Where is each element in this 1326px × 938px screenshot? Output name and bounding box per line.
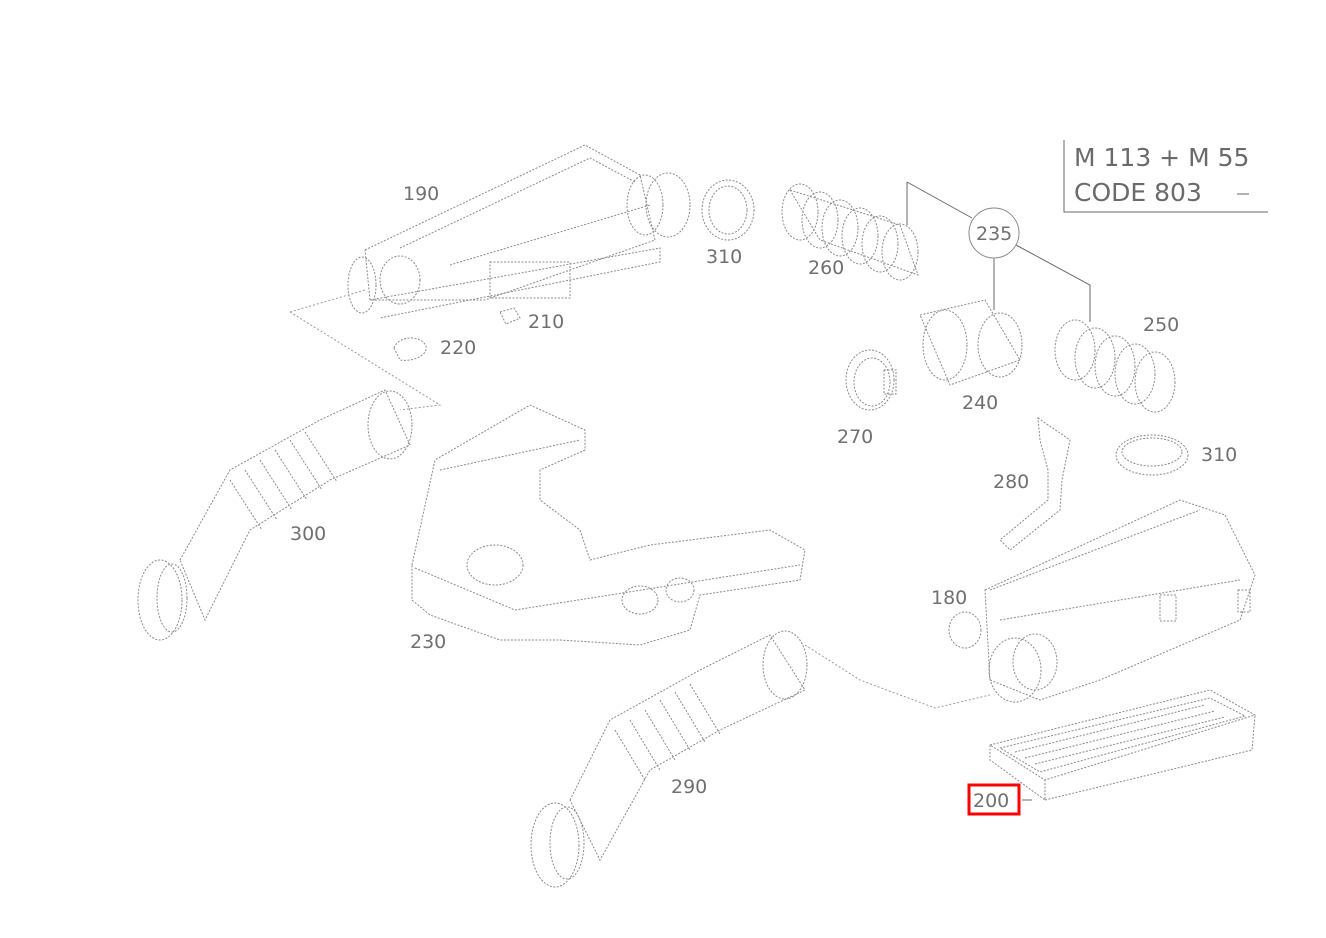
callout-200: 200 <box>973 790 1009 812</box>
part-200-filter-element[interactable] <box>988 689 1257 801</box>
part-260-corrugated-hose[interactable] <box>781 183 919 281</box>
callout-260: 260 <box>808 257 844 279</box>
callout-220: 220 <box>440 337 476 359</box>
part-310-seal-ring-lower[interactable] <box>1115 434 1189 476</box>
part-190-air-filter-housing[interactable] <box>347 144 691 319</box>
callout-210: 210 <box>528 311 564 333</box>
part-230-intake-housing[interactable] <box>411 404 806 646</box>
assembly-line-300 <box>289 311 442 411</box>
part-250-corrugated-hose[interactable] <box>1054 319 1176 413</box>
assembly-line-290 <box>804 644 991 709</box>
callout-180: 180 <box>931 587 967 609</box>
kit-235-circle[interactable] <box>968 207 1020 259</box>
callout-290: 290 <box>671 776 707 798</box>
part-280-bracket[interactable] <box>999 416 1071 551</box>
leader-235-top <box>906 181 973 219</box>
part-210-clip[interactable] <box>499 307 521 325</box>
engine-code-line2: CODE 803 <box>1074 178 1202 207</box>
callout-235: 235 <box>976 223 1012 245</box>
callout-310-upper: 310 <box>706 246 742 268</box>
code-box-frame <box>1063 140 1268 213</box>
callout-280: 280 <box>993 471 1029 493</box>
part-220-clamp[interactable] <box>393 337 427 361</box>
leader-235-to-250 <box>1015 244 1091 322</box>
callout-190: 190 <box>403 183 439 205</box>
callout-230: 230 <box>410 631 446 653</box>
part-300-intake-duct[interactable] <box>137 389 413 641</box>
kit-235-leaders <box>906 181 1091 322</box>
assembly-line-190 <box>289 289 366 313</box>
highlight-box-200 <box>967 783 1021 816</box>
callout-250: 250 <box>1143 314 1179 336</box>
part-240-adapter[interactable] <box>919 299 1023 386</box>
engine-code-box: M 113 + M 55 CODE 803 <box>1063 140 1268 213</box>
part-310-seal-ring-upper[interactable] <box>701 179 755 241</box>
part-270-clamp-band[interactable] <box>845 349 897 411</box>
callout-240: 240 <box>962 392 998 414</box>
callout-300: 300 <box>290 523 326 545</box>
callout-310-lower: 310 <box>1201 444 1237 466</box>
callout-270: 270 <box>837 426 873 448</box>
engine-code-line1: M 113 + M 55 <box>1074 143 1249 172</box>
part-290-intake-duct[interactable] <box>530 630 808 888</box>
part-180-air-filter-housing[interactable] <box>948 499 1256 703</box>
